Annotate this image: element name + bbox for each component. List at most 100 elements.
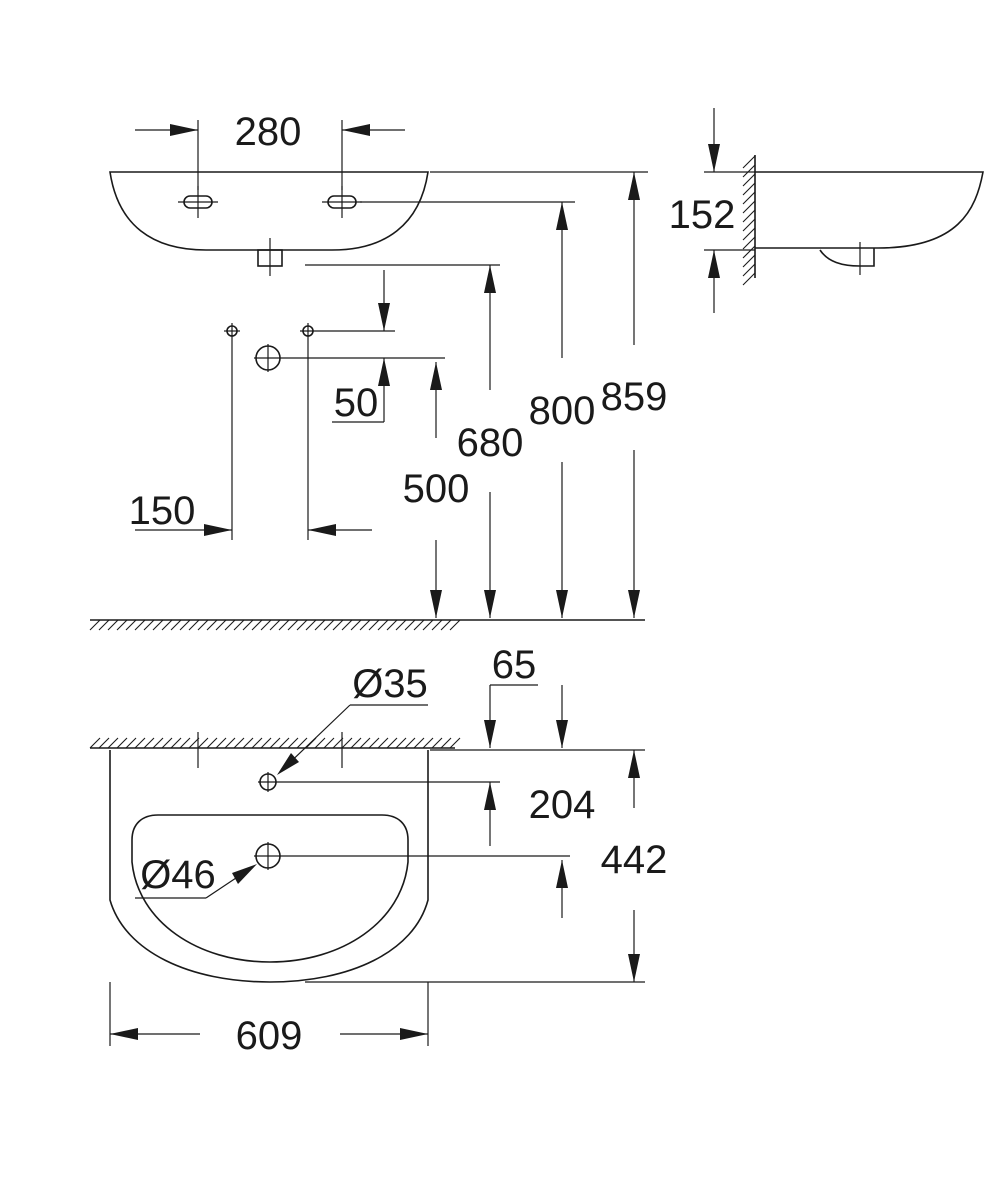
hatch-mark [742,164,756,178]
hatch-mark [742,227,756,241]
hatch-mark [170,737,182,749]
basin-plan-outline [109,750,429,983]
hatch-mark [742,155,756,169]
hatch-mark [742,200,756,214]
hatch-mark [197,737,209,749]
hatch-mark [89,619,101,631]
dim-label-65: 65 [492,643,537,687]
hatch-mark [224,619,236,631]
dim-overall-depth: 442 [305,749,668,983]
hatch-mark [440,737,452,749]
hatch-mark [116,619,128,631]
hatch-mark [233,737,245,749]
dim-side-height: 152 [669,108,755,313]
hatch-mark [341,737,353,749]
plan-view [89,732,461,1046]
hatch-mark [323,619,335,631]
dim-label-280: 280 [235,110,302,154]
dim-label-tap-hole-diameter: Ø35 [352,662,428,706]
dim-label-150: 150 [129,489,196,533]
hatch-mark [215,619,227,631]
dim-label-442: 442 [601,838,668,882]
hatch-mark [125,737,137,749]
hatch-mark [152,619,164,631]
hatch-mark [305,619,317,631]
hatch-mark [107,737,119,749]
hatch-mark [233,619,245,631]
hatch-mark [152,737,164,749]
dim-tap-hole-offset: 65 [484,643,568,748]
hatch-mark [143,737,155,749]
hatch-mark [422,619,434,631]
hatch-mark [251,619,263,631]
hatch-mark [742,236,756,250]
dim-waste-height: 500 [403,362,469,618]
hatch-mark [422,737,434,749]
hatch-mark [98,619,110,631]
dim-label-50: 50 [334,381,379,425]
floor-line [89,619,645,631]
hatch-mark [260,619,272,631]
dim-tap-hole-depth: 204 [484,782,595,918]
hatch-mark [161,619,173,631]
dim-rim-height: 680 [457,265,524,618]
hatch-mark [742,218,756,232]
hatch-mark [215,737,227,749]
hatch-mark [431,619,443,631]
hatch-mark [742,173,756,187]
hatch-mark [377,619,389,631]
dim-fixing-spacing: 280 [135,110,405,190]
dim-label-204: 204 [529,783,596,827]
hatch-mark [242,737,254,749]
hatch-mark [269,737,281,749]
fixing-slot-left [178,186,218,218]
hatch-mark [188,737,200,749]
hatch-mark [278,737,290,749]
dim-overall-height: 859 [601,172,668,618]
hatch-mark [314,737,326,749]
hatch-mark [742,209,756,223]
hatch-mark [413,619,425,631]
hatch-mark [323,737,335,749]
hatch-mark [170,619,182,631]
hatch-mark [224,737,236,749]
hatch-mark [742,263,756,277]
dim-fixing-height: 800 [529,202,595,618]
dim-supply-offset: 50 [332,270,390,425]
hatch-mark [296,737,308,749]
hatch-mark [386,737,398,749]
basin-bowl-outline [131,814,409,963]
dim-label-680: 680 [457,421,524,465]
hatch-mark [251,737,263,749]
hatch-mark [332,737,344,749]
hatch-mark [278,619,290,631]
hatch-mark [161,737,173,749]
hatch-mark [742,272,756,286]
front-view [109,171,429,276]
hatch-mark [413,737,425,749]
hatch-mark [350,619,362,631]
hatch-mark [269,619,281,631]
hatch-mark [107,619,119,631]
hatch-mark [359,737,371,749]
dim-label-waste-diameter: Ø46 [140,853,216,897]
hatch-mark [449,619,461,631]
hatch-mark [431,737,443,749]
hatch-mark [179,619,191,631]
hatch-mark [179,737,191,749]
hatch-mark [341,619,353,631]
basin-side-outline [755,171,984,249]
hatch-mark [188,619,200,631]
waste-hole: Ø46 [135,842,570,899]
dim-label-859: 859 [601,375,668,419]
hatch-mark [206,619,218,631]
hatch-mark [395,619,407,631]
fixing-slot-right [322,186,362,218]
hatch-mark [332,619,344,631]
hatch-mark [197,619,209,631]
hatch-mark [742,182,756,196]
hatch-mark [742,191,756,205]
hatch-mark [89,737,101,749]
hatch-mark [359,619,371,631]
